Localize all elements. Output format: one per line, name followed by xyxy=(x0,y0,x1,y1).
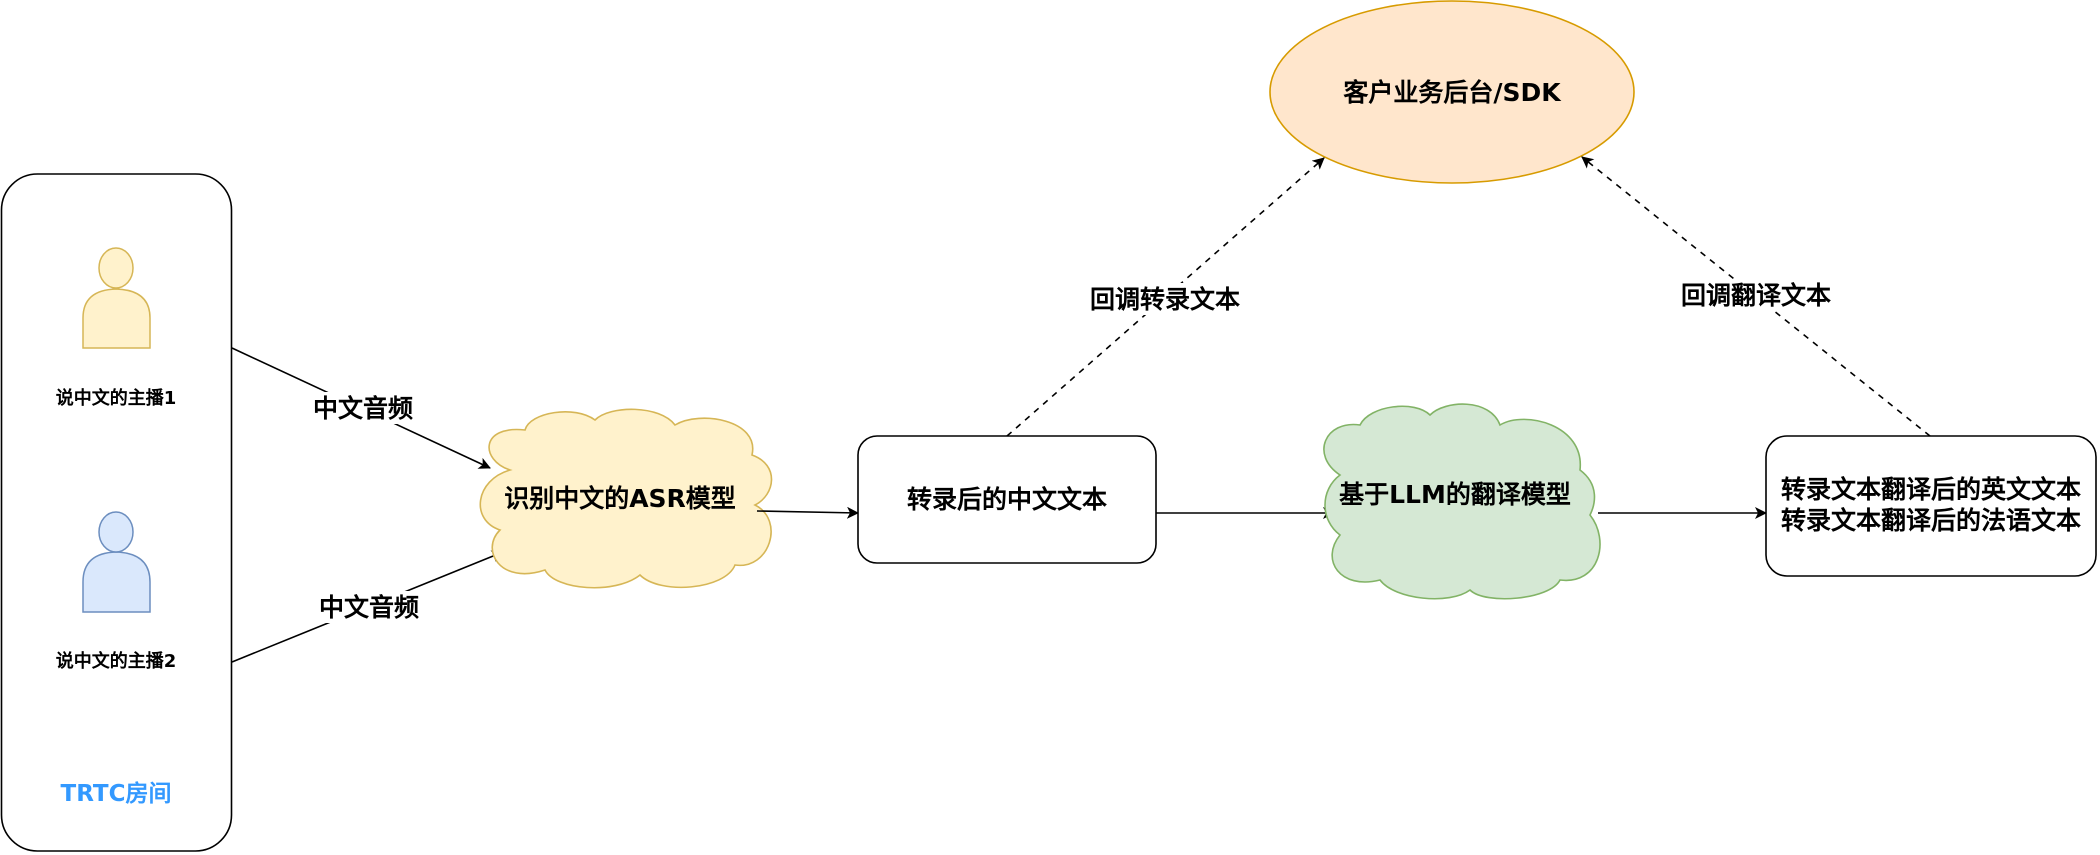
speaker-1-label: 说中文的主播1 xyxy=(56,387,177,409)
customer-backend-node[interactable]: 客户业务后台/SDK xyxy=(1269,0,1635,184)
asr-model-node[interactable]: 识别中文的ASR模型 xyxy=(479,408,773,589)
person-icon xyxy=(82,511,151,613)
cloud-shape xyxy=(1323,403,1601,600)
edge-label: 中文音频 xyxy=(319,593,419,622)
speaker-2[interactable]: 说中文的主播2 xyxy=(56,511,177,672)
person-icon xyxy=(82,247,151,349)
speaker-1[interactable]: 说中文的主播1 xyxy=(56,247,177,409)
room-label: TRTC房间 xyxy=(61,780,172,807)
edge-label: 中文音频 xyxy=(313,394,413,423)
transcript-label: 转录后的中文文本 xyxy=(907,485,1107,514)
asr-model-label: 识别中文的ASR模型 xyxy=(504,484,736,513)
edge-speaker1-asr[interactable]: 中文音频 xyxy=(231,347,491,469)
speaker-2-label: 说中文的主播2 xyxy=(56,650,177,672)
transcript-node[interactable]: 转录后的中文文本 xyxy=(857,435,1157,564)
edge-label: 回调翻译文本 xyxy=(1681,281,1831,310)
edge-translations-backend[interactable]: 回调翻译文本 xyxy=(1581,156,1931,437)
llm-translation-node[interactable]: 基于LLM的翻译模型 xyxy=(1323,403,1601,600)
cloud-shape xyxy=(479,408,773,589)
translation-english-label: 转录文本翻译后的英文文本 xyxy=(1781,475,2081,504)
edge-asr-transcript[interactable] xyxy=(756,506,859,519)
llm-model-label: 基于LLM的翻译模型 xyxy=(1339,480,1571,509)
translation-french-label: 转录文本翻译后的法语文本 xyxy=(1781,506,2081,535)
customer-backend-label: 客户业务后台/SDK xyxy=(1343,78,1562,107)
edge-label: 回调转录文本 xyxy=(1090,285,1240,314)
edge-transcript-backend[interactable]: 回调转录文本 xyxy=(1006,157,1325,437)
translations-node[interactable]: 转录文本翻译后的英文文本 转录文本翻译后的法语文本 xyxy=(1765,435,2097,577)
edge-speaker2-asr[interactable]: 中文音频 xyxy=(231,550,504,663)
